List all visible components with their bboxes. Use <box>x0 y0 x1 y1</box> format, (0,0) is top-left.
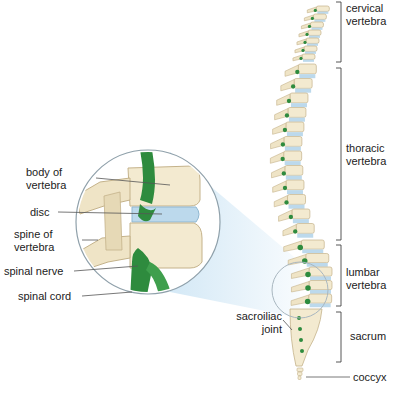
disc <box>305 52 316 54</box>
nerve-root <box>314 9 317 12</box>
nerve-root <box>295 70 299 74</box>
vertebra-body <box>313 14 326 19</box>
disc <box>310 303 331 307</box>
part-label: disc <box>30 206 60 219</box>
disc <box>289 205 305 209</box>
nerve-root <box>299 57 302 60</box>
vertebra-body <box>294 79 312 89</box>
part-label: spine of vertebra <box>14 228 80 254</box>
disc <box>302 249 323 253</box>
nerve-root <box>291 84 295 88</box>
nerve-root <box>301 49 304 52</box>
part-label: lumbar vertebra <box>346 266 398 292</box>
nerve-root <box>300 349 304 353</box>
nerve-root <box>311 17 314 20</box>
disc <box>287 132 303 136</box>
vertebra-process <box>304 15 313 21</box>
disc <box>299 74 315 78</box>
leader-lines <box>58 178 350 377</box>
nerve-root <box>305 272 311 278</box>
disc <box>309 36 320 38</box>
nerve-root <box>284 200 288 204</box>
zoom-circle <box>272 262 328 318</box>
disc <box>297 234 313 238</box>
nerve-root <box>303 41 306 44</box>
nerve-root <box>305 299 311 305</box>
region-brackets <box>336 2 341 362</box>
vertebra-body <box>306 254 329 263</box>
nerve-root <box>282 171 286 175</box>
nerve-root <box>289 215 293 219</box>
disc <box>287 190 303 194</box>
vertebra-body <box>310 22 323 27</box>
disc <box>314 20 325 22</box>
disc <box>307 44 318 46</box>
coccyx-bone <box>298 372 303 376</box>
disc <box>310 276 331 280</box>
vertebra-body <box>288 195 306 205</box>
disc <box>285 161 301 165</box>
vertebra-body <box>309 281 332 290</box>
vertebra-body <box>286 122 304 132</box>
vertebra-process <box>293 55 302 61</box>
vertebra-process <box>295 47 304 53</box>
vertebra-body <box>288 108 306 118</box>
vertebra-body <box>292 209 310 219</box>
nerve-root <box>305 33 308 36</box>
vertebra-process <box>307 7 316 13</box>
nerve-root <box>283 186 287 190</box>
nerve-root <box>281 157 285 161</box>
vertebra-body <box>285 166 303 176</box>
nerve-root <box>305 285 311 291</box>
vertebra-body <box>301 240 324 249</box>
vertebra-body <box>298 64 316 74</box>
disc <box>303 60 314 62</box>
nerve-root <box>297 245 303 251</box>
vertebra-body <box>284 137 302 147</box>
part-label: coccyx <box>353 371 397 384</box>
part-label: body of vertebra <box>26 166 94 192</box>
vertebra-body <box>308 30 321 35</box>
nerve-root <box>285 113 289 117</box>
disc <box>285 147 301 151</box>
part-label: sacroiliac joint <box>214 310 282 336</box>
vertebra-process <box>297 39 306 45</box>
vertebra-body <box>306 38 319 43</box>
nerve-root <box>281 142 285 146</box>
nerve-root <box>283 128 287 132</box>
disc <box>291 103 307 107</box>
disc <box>293 219 309 223</box>
vertebra-body <box>316 6 329 11</box>
coccyx-bone <box>297 368 303 372</box>
disc <box>311 28 322 30</box>
inset-vertebrae <box>76 150 202 300</box>
disc <box>286 176 302 180</box>
part-label: spinal nerve <box>4 265 74 278</box>
nerve-root <box>287 99 291 103</box>
part-label: cervical vertebra <box>346 2 398 28</box>
nerve-root <box>298 327 302 331</box>
vertebra-body <box>284 151 302 161</box>
disc <box>317 12 328 14</box>
vertebra-body <box>309 294 332 303</box>
vertebra-process <box>301 23 310 29</box>
vertebra-body <box>290 93 308 103</box>
nerve-root <box>299 338 303 342</box>
vertebra-body <box>302 54 315 59</box>
nerve-root <box>308 25 311 28</box>
nerve-root <box>293 229 297 233</box>
coccyx-bone <box>298 376 301 380</box>
vertebra-body <box>296 224 314 234</box>
vertebra-body <box>286 180 304 190</box>
disc <box>295 89 311 93</box>
part-label: spinal cord <box>18 290 82 303</box>
part-label: thoracic vertebra <box>346 142 398 168</box>
disc <box>289 118 305 122</box>
vertebra-body <box>304 46 317 51</box>
vertebra-process <box>299 31 308 37</box>
part-label: sacrum <box>350 330 398 343</box>
